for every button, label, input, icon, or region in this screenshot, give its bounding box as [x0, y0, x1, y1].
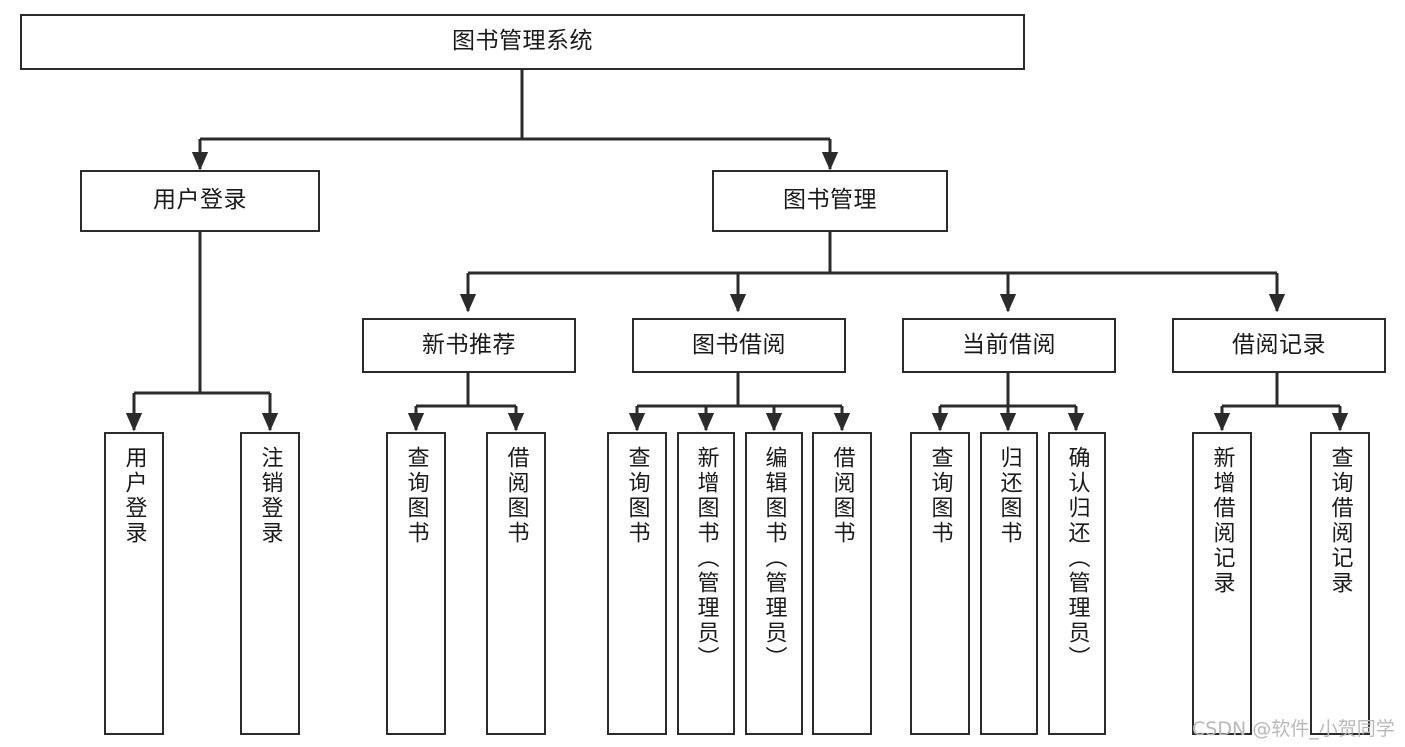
node-label: 归还图书: [996, 446, 1022, 546]
node-user-login[interactable]: 用户登录: [80, 170, 320, 232]
node-label: 新书推荐: [422, 331, 516, 358]
node-leaf-query-borrow-record[interactable]: 查询借阅记录: [1310, 432, 1370, 735]
node-leaf-user-login[interactable]: 用户登录: [104, 432, 164, 735]
node-leaf-borrow-book-recommend[interactable]: 借阅图书: [486, 432, 546, 735]
node-label: 确认归还（管理员）: [1064, 446, 1090, 671]
node-label: 图书管理系统: [452, 28, 593, 55]
node-label: 查询图书: [624, 446, 650, 546]
node-label: 图书借阅: [692, 331, 786, 358]
node-leaf-logout-login[interactable]: 注销登录: [240, 432, 300, 735]
node-leaf-query-book-borrow[interactable]: 查询图书: [607, 432, 667, 735]
node-leaf-add-borrow-record[interactable]: 新增借阅记录: [1192, 432, 1252, 735]
node-label: 新增借阅记录: [1209, 446, 1235, 596]
node-label: 用户登录: [121, 446, 147, 546]
node-label: 用户登录: [153, 187, 247, 214]
node-label: 编辑图书（管理员）: [761, 446, 787, 671]
node-borrow-record[interactable]: 借阅记录: [1172, 318, 1386, 373]
node-new-book-recommend[interactable]: 新书推荐: [362, 318, 576, 373]
node-label: 查询图书: [403, 446, 429, 546]
node-leaf-add-book[interactable]: 新增图书（管理员）: [677, 432, 735, 735]
node-leaf-query-book-current[interactable]: 查询图书: [910, 432, 970, 735]
node-root-book-management-system[interactable]: 图书管理系统: [20, 14, 1025, 70]
node-leaf-borrow-book[interactable]: 借阅图书: [812, 432, 872, 735]
node-leaf-confirm-return[interactable]: 确认归还（管理员）: [1048, 432, 1106, 735]
node-label: 借阅图书: [829, 446, 855, 546]
node-leaf-query-book-recommend[interactable]: 查询图书: [386, 432, 446, 735]
node-label: 借阅图书: [503, 446, 529, 546]
node-book-borrow[interactable]: 图书借阅: [632, 318, 846, 373]
node-leaf-return-book[interactable]: 归还图书: [980, 432, 1038, 735]
node-label: 当前借阅: [962, 331, 1056, 358]
node-label: 图书管理: [783, 187, 877, 214]
node-label: 注销登录: [257, 446, 283, 546]
node-current-borrow[interactable]: 当前借阅: [902, 318, 1116, 373]
node-leaf-edit-book[interactable]: 编辑图书（管理员）: [745, 432, 803, 735]
node-book-management[interactable]: 图书管理: [712, 170, 948, 232]
node-label: 借阅记录: [1232, 331, 1326, 358]
node-label: 查询图书: [927, 446, 953, 546]
node-label: 查询借阅记录: [1327, 446, 1353, 596]
node-label: 新增图书（管理员）: [693, 446, 719, 671]
csdn-watermark: CSDN @软件_小贺同学: [1192, 718, 1395, 740]
